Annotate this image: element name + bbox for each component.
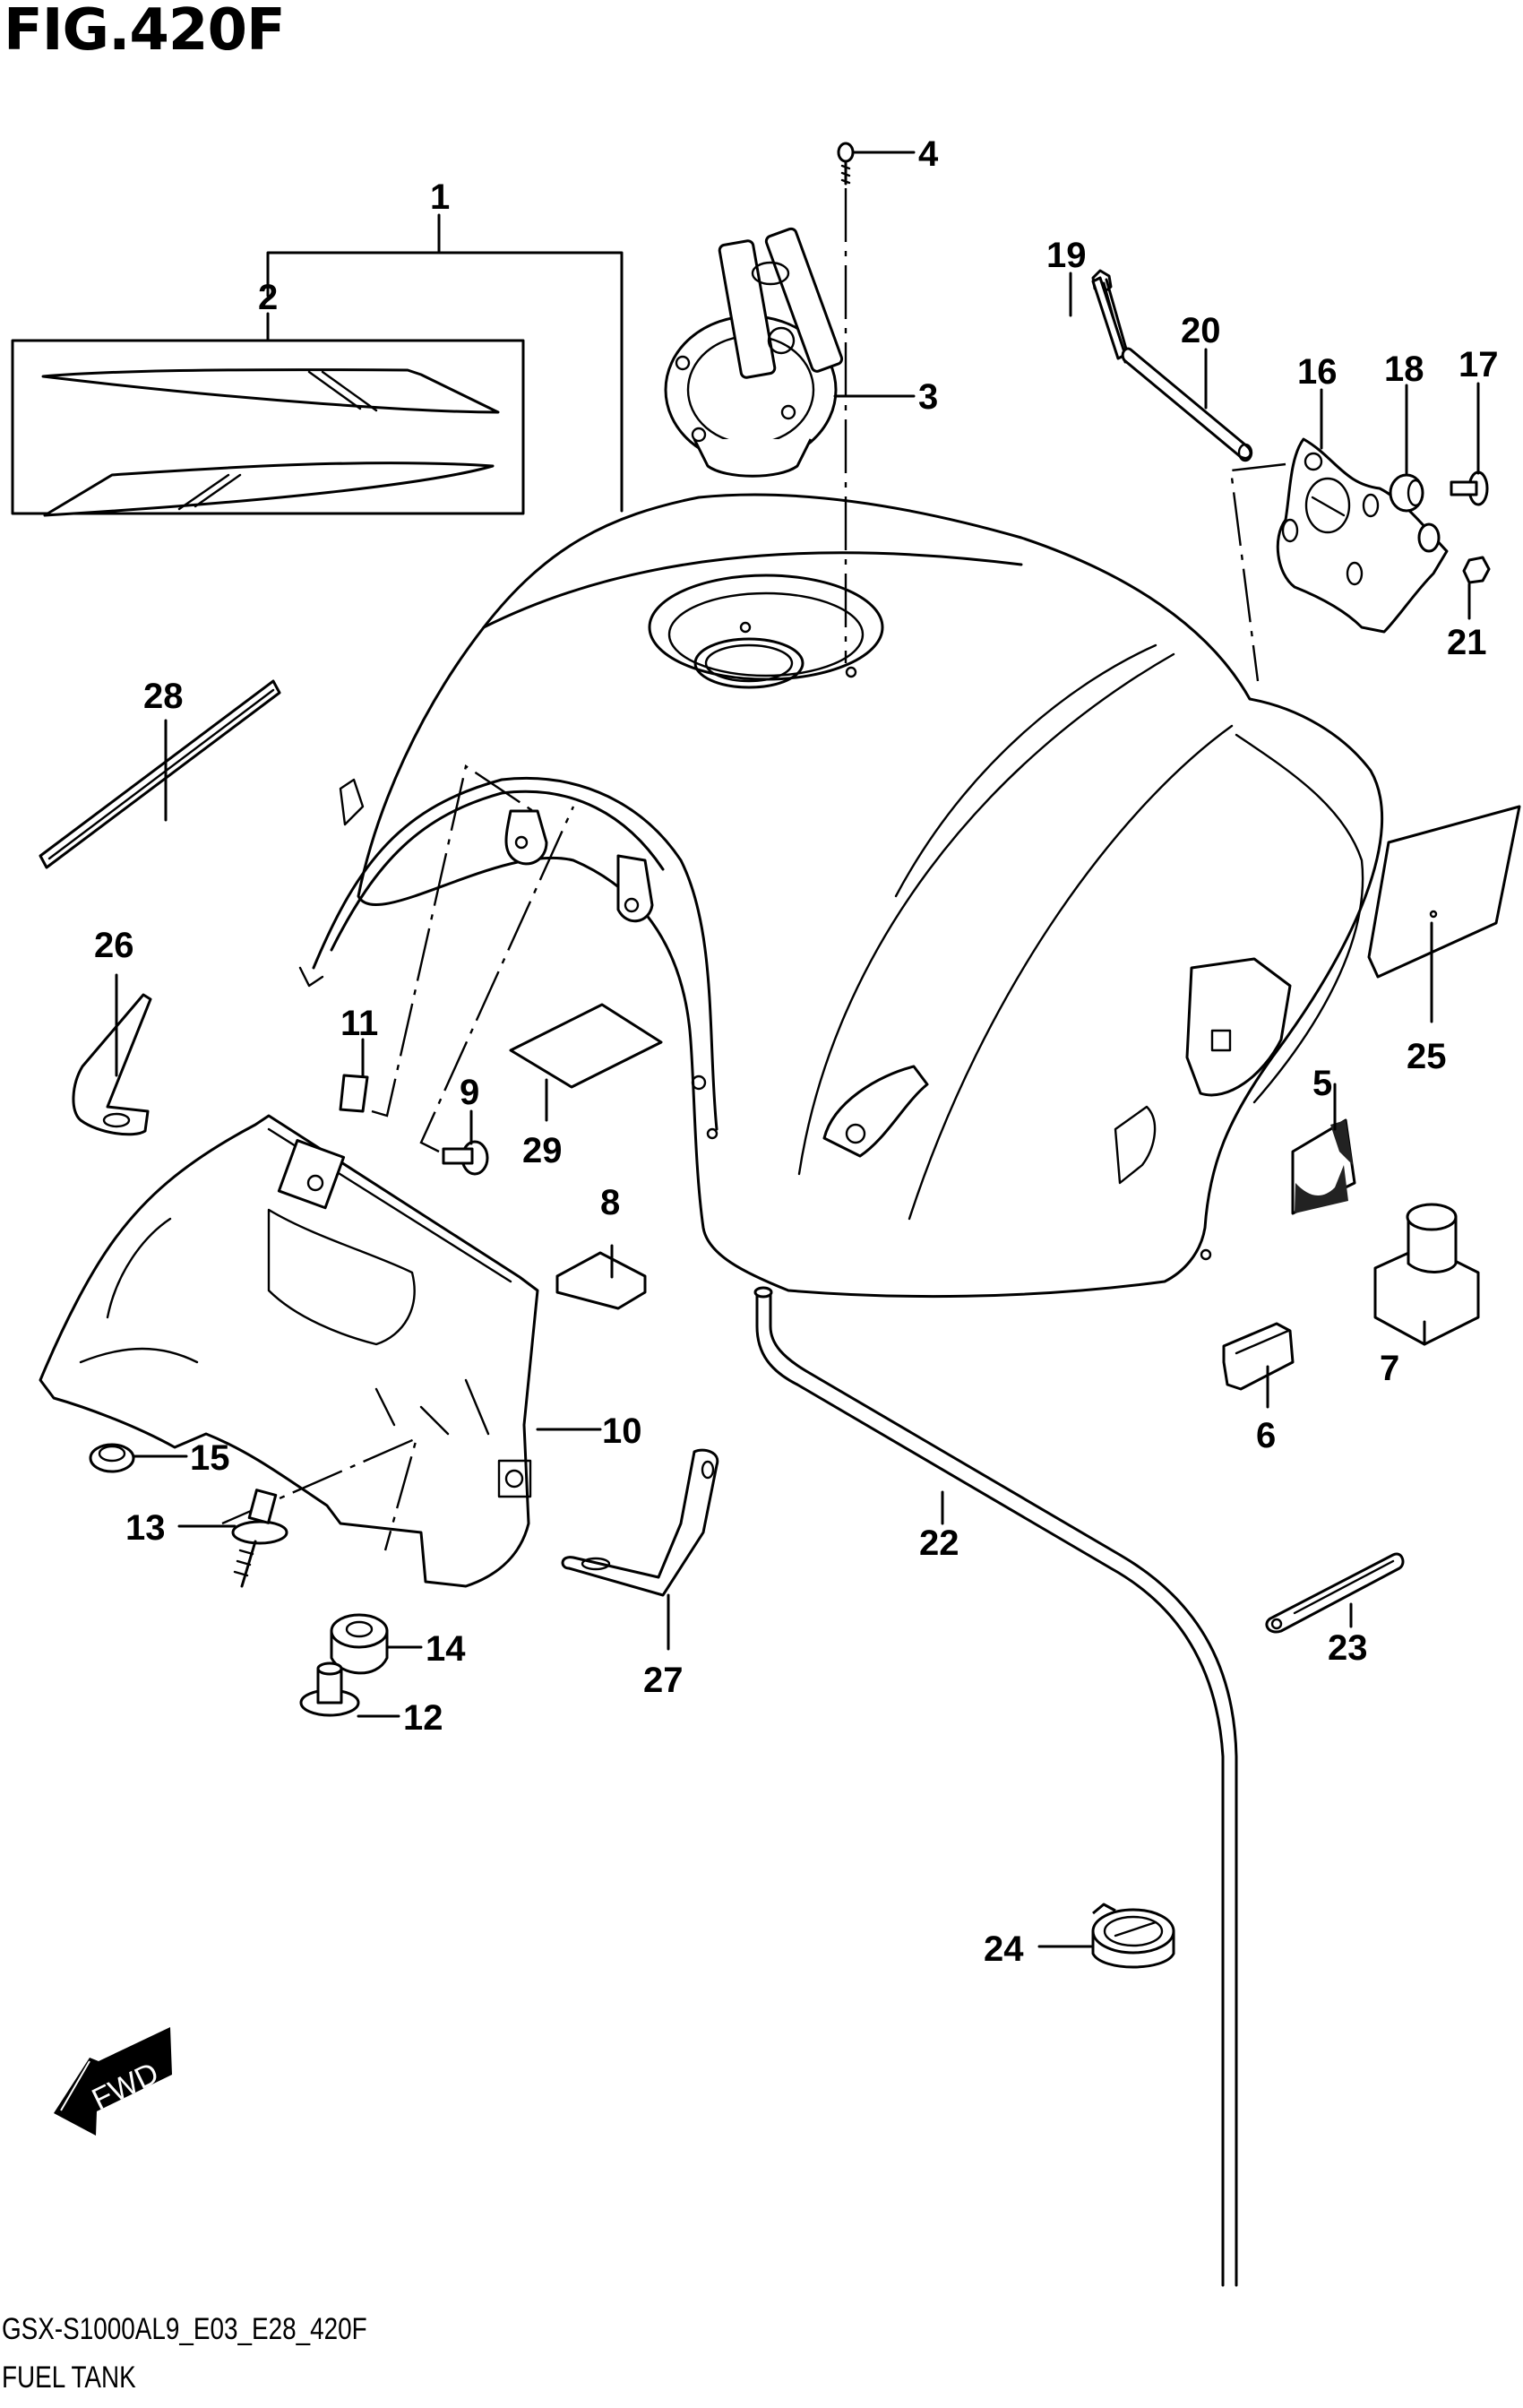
figure-title: FIG.420F (4, 0, 286, 64)
fuel-cap-assembly (664, 227, 844, 478)
callout-17: 17 (1458, 345, 1499, 384)
callout-25: 25 (1407, 1037, 1447, 1076)
bracket-part-26 (72, 993, 152, 1136)
protective-sheet-part-29 (509, 1003, 663, 1089)
leader-lines (115, 151, 1480, 1948)
callout-6: 6 (1256, 1416, 1276, 1455)
decal-lower (43, 462, 495, 517)
callout-20: 20 (1181, 311, 1221, 350)
bracket-part-27 (561, 1448, 719, 1597)
callout-labels: 1 2 3 4 5 6 7 8 9 10 11 12 13 14 15 16 1… (94, 134, 1499, 1969)
callout-15: 15 (190, 1438, 230, 1478)
callout-9: 9 (460, 1073, 479, 1112)
grommet-part-14 (330, 1613, 389, 1675)
callout-24: 24 (984, 1929, 1024, 1969)
tank-bracket-part-10 (39, 1114, 539, 1588)
decal-box (11, 339, 525, 515)
cushion-part-8 (555, 1251, 647, 1310)
callout-16: 16 (1297, 352, 1338, 392)
callout-28: 28 (143, 677, 184, 716)
collar-part-20 (1121, 347, 1252, 460)
callout-18: 18 (1384, 350, 1424, 389)
callout-21: 21 (1447, 623, 1487, 662)
bolt-shaft (1091, 276, 1127, 360)
callout-1: 1 (430, 177, 450, 217)
forward-arrow-icon: FWD (54, 2027, 172, 2136)
assembly-line-11 (371, 764, 534, 1118)
hose-part-22 (755, 1293, 1225, 2287)
bolt-part-9 (442, 1140, 489, 1176)
callout-26: 26 (94, 926, 134, 965)
assembly-line-16 (1229, 462, 1286, 682)
callout-3: 3 (918, 377, 938, 417)
callout-10: 10 (602, 1411, 642, 1451)
bolt-part-17 (1450, 470, 1489, 506)
callout-19: 19 (1046, 236, 1087, 275)
bolt-part-13 (231, 1489, 288, 1588)
model-code: GSX-S1000AL9_E03_E28_420F (2, 2312, 367, 2346)
callout-14: 14 (426, 1629, 466, 1669)
grommet-part-18 (1389, 473, 1424, 513)
callout-12: 12 (403, 1698, 443, 1738)
callout-11: 11 (340, 1004, 378, 1043)
label-sheet-part-25 (1367, 805, 1521, 979)
callout-22: 22 (919, 1523, 959, 1563)
callout-23: 23 (1328, 1628, 1368, 1668)
mounting-plate-part-16 (1276, 437, 1449, 634)
callout-4: 4 (918, 134, 939, 174)
callout-27: 27 (643, 1661, 684, 1700)
decal-upper (41, 368, 500, 414)
callout-5: 5 (1312, 1064, 1332, 1103)
clip-part-11 (339, 1074, 369, 1113)
callout-29: 29 (522, 1131, 563, 1170)
hose-clamp-part-24 (1091, 1903, 1175, 1969)
cushion-part-7 (1373, 1203, 1480, 1346)
emblem-part-5 (1291, 1118, 1356, 1215)
grommet-part-15 (89, 1443, 135, 1473)
callout-8: 8 (600, 1183, 620, 1222)
screw-part-4 (837, 142, 855, 186)
callout-2: 2 (258, 278, 278, 317)
collar-part-12 (299, 1661, 360, 1717)
nut-part-21 (1462, 556, 1491, 584)
decal-set-group (11, 213, 624, 517)
callout-13: 13 (125, 1508, 166, 1548)
fuel-tank-body (298, 493, 1384, 1299)
callout-7: 7 (1380, 1349, 1399, 1388)
assembly-line-9 (419, 806, 575, 1153)
section-name: FUEL TANK (2, 2361, 136, 2395)
